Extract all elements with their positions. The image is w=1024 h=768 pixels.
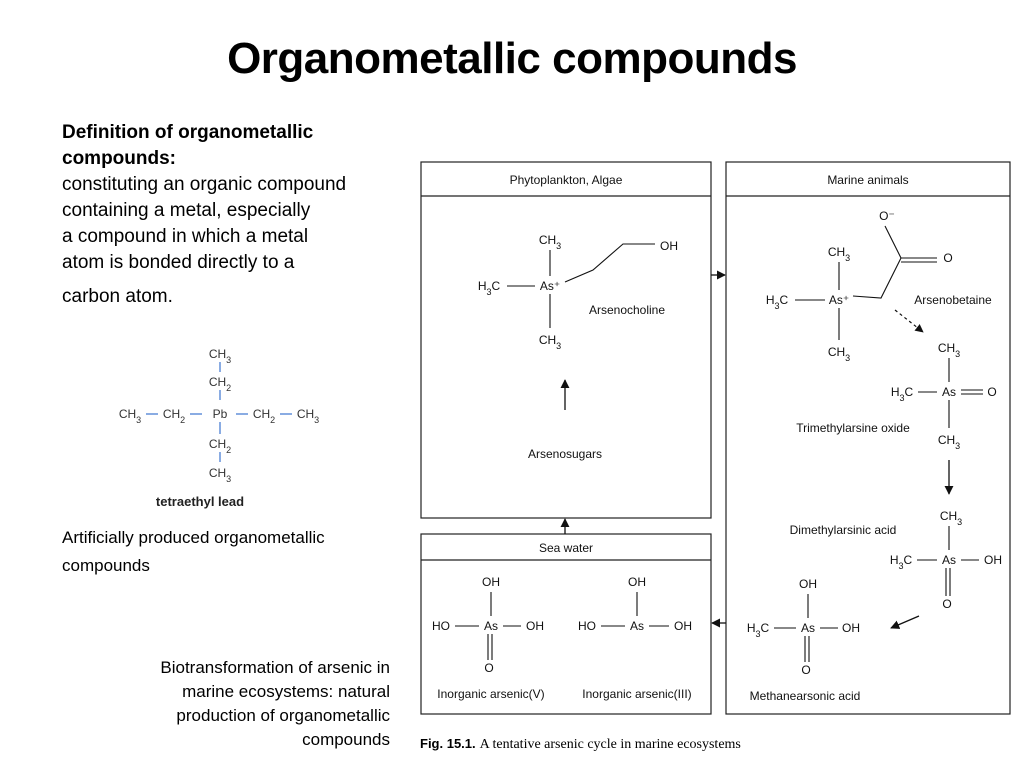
marine-animals-label: Marine animals [827, 173, 908, 187]
tel-right-ch2: CH2 [253, 407, 275, 425]
inorganic-arsenic-iii-structure: OH HO As OH Inorganic arsenic(III) [578, 575, 692, 701]
atom-as: As [630, 619, 644, 633]
atom-ch3: CH3 [828, 245, 850, 263]
figure-caption: Fig. 15.1.A tentative arsenic cycle in m… [420, 736, 741, 753]
artificial-line-1: Artificially produced organometallic [62, 528, 325, 547]
atom-h3c: H3C [478, 279, 501, 297]
definition-line-4: atom is bonded directly to a [62, 252, 295, 273]
atom-h3c: H3C [747, 621, 770, 639]
sea-water-box [420, 533, 712, 715]
inorganic-arsenic-v-structure: OH HO As OH O Inorganic arsenic(V) [432, 575, 545, 701]
atom-as: As [801, 621, 815, 635]
tetraethyl-lead-caption: tetraethyl lead [155, 494, 245, 509]
tel-top-ch3: CH3 [209, 347, 231, 365]
artificial-compounds-note: Artificially produced organometallic com… [62, 524, 402, 580]
atom-ch3: CH3 [828, 345, 850, 363]
atom-oh: OH [628, 575, 646, 589]
atom-ch3: CH3 [539, 233, 561, 251]
atom-oh: OH [526, 619, 544, 633]
arrow-diagonal [890, 615, 920, 629]
atom-oh: OH [984, 553, 1002, 567]
dimethylarsinic-acid-bonds [917, 526, 979, 596]
artificial-line-2: compounds [62, 556, 150, 575]
definition-line-2: containing a metal, especially [62, 200, 311, 221]
trimethylarsine-oxide-label: Trimethylarsine oxide [796, 421, 910, 435]
atom-as-plus: As⁺ [540, 279, 560, 293]
atom-as: As [942, 553, 956, 567]
bio-line-4: compounds [302, 730, 390, 749]
methanearsonic-acid-label: Methanearsonic acid [750, 689, 861, 703]
atom-ch3: CH3 [938, 433, 960, 451]
arsenocholine-label: Arsenocholine [589, 303, 665, 317]
marine-animals-box [725, 161, 1011, 715]
sea-water-label: Sea water [539, 541, 593, 555]
atom-oh: OH [482, 575, 500, 589]
arsenosugars-label: Arsenosugars [528, 447, 602, 461]
arsenobetaine-structure: O⁻ CH3 O H3C As⁺ Arsenobetaine CH3 [766, 209, 992, 363]
tel-bottom-ch3: CH3 [209, 466, 231, 484]
bio-line-3: production of organometallic [176, 706, 390, 725]
atom-oh: OH [799, 577, 817, 591]
phytoplankton-box [420, 161, 712, 519]
definition-line-3: a compound in which a metal [62, 226, 309, 247]
arsenobetaine-label: Arsenobetaine [914, 293, 992, 307]
atom-o: O [942, 597, 951, 611]
methanearsonic-acid-bonds [774, 594, 838, 662]
figure-caption-label: Fig. 15.1. [420, 736, 476, 751]
atom-oh: OH [842, 621, 860, 635]
phytoplankton-label: Phytoplankton, Algae [510, 173, 623, 187]
atom-as-plus: As⁺ [829, 293, 849, 307]
arsenobetaine-bonds [795, 225, 937, 340]
inorganic-arsenic-v-bonds [455, 592, 521, 660]
tel-top-ch2: CH2 [209, 375, 231, 393]
biotransformation-note: Biotransformation of arsenic in marine e… [100, 656, 390, 752]
dimethylarsinic-acid-structure: CH3 Dimethylarsinic acid H3C As OH O [790, 509, 1002, 611]
atom-oh: OH [674, 619, 692, 633]
definition-line-1: constituting an organic compound [62, 174, 347, 195]
tel-right-ch3: CH3 [297, 407, 319, 425]
atom-as: As [484, 619, 498, 633]
atom-h3c: H3C [766, 293, 789, 311]
figure-caption-text: A tentative arsenic cycle in marine ecos… [479, 737, 741, 752]
trimethylarsine-oxide-structure: CH3 H3C As O Trimethylarsine oxide CH3 [796, 341, 996, 451]
trimethylarsine-oxide-bonds [918, 358, 983, 428]
atom-ch3: CH3 [938, 341, 960, 359]
atom-o: O [987, 385, 996, 399]
dashed-arrow [894, 309, 924, 333]
definition-line-5: carbon atom. [62, 286, 173, 307]
atom-ho: HO [578, 619, 596, 633]
bio-line-2: marine ecosystems: natural [182, 682, 390, 701]
tel-pb: Pb [213, 407, 228, 421]
definition-text: Definition of organometallic compounds: … [62, 120, 422, 310]
page-title: Organometallic compounds [227, 34, 797, 83]
atom-as: As [942, 385, 956, 399]
atom-ch3: CH3 [539, 333, 561, 351]
atom-ho: HO [432, 619, 450, 633]
atom-o: O [484, 661, 493, 675]
inorganic-iii-label: Inorganic arsenic(III) [582, 687, 691, 701]
inorganic-arsenic-iii-bonds [601, 592, 669, 627]
atom-h3c: H3C [891, 385, 914, 403]
atom-ch3: CH3 [940, 509, 962, 527]
arsenic-cycle-figure: Phytoplankton, Algae Marine animals Sea … [420, 161, 1011, 715]
atom-o: O [801, 663, 810, 677]
tetraethyl-lead-structure: CH3 CH2 CH3 CH2 Pb CH2 CH3 CH2 CH3 [119, 347, 319, 484]
atom-o-minus: O⁻ [879, 209, 895, 223]
dimethylarsinic-acid-label: Dimethylarsinic acid [790, 523, 897, 537]
atom-h3c: H3C [890, 553, 913, 571]
methanearsonic-acid-structure: OH H3C As OH O Methanearsonic acid [747, 577, 861, 703]
definition-heading-line-1: Definition of organometallic [62, 122, 314, 143]
inorganic-v-label: Inorganic arsenic(V) [437, 687, 544, 701]
atom-oh: OH [660, 239, 678, 253]
arsenocholine-bonds [507, 243, 655, 328]
bio-line-1: Biotransformation of arsenic in [160, 658, 390, 677]
arsenocholine-structure: CH3 H3C As⁺ CH3 OH Arsenocholine [478, 233, 678, 351]
tel-left-ch2: CH2 [163, 407, 185, 425]
atom-o: O [943, 251, 952, 265]
tel-bottom-ch2: CH2 [209, 437, 231, 455]
tel-left-ch3: CH3 [119, 407, 141, 425]
definition-heading-line-2: compounds: [62, 148, 176, 169]
